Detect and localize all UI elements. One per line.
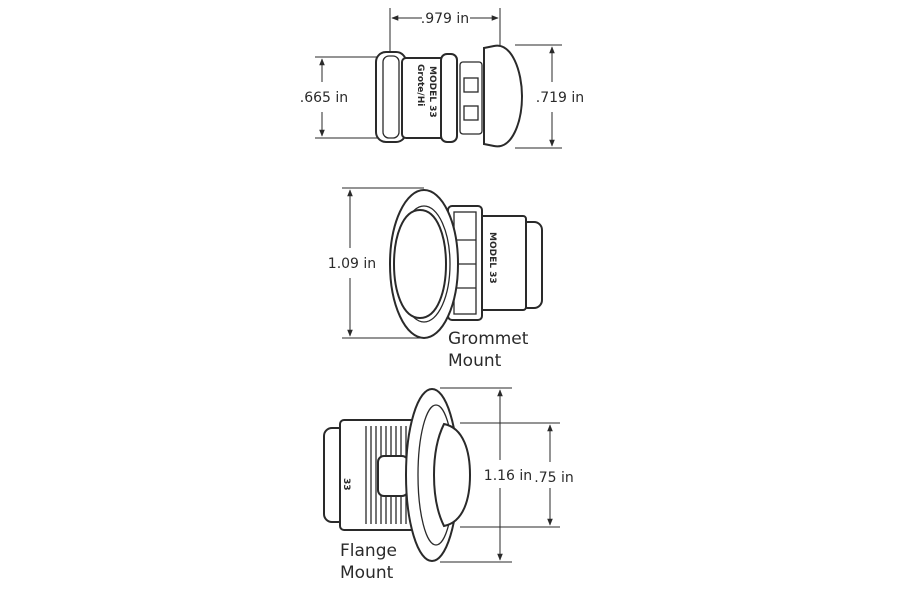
- grommet-caption-line2: Mount: [448, 351, 502, 371]
- lens-dimension-label: .75 in: [534, 470, 573, 486]
- lens-dimension: .75 in: [534, 424, 574, 526]
- grommet-mount-view: 1.09 in MODEL 33 Grommet Mount: [328, 187, 543, 371]
- grommet-lamp-drawing: MODEL 33: [389, 189, 543, 339]
- flange-caption-line1: Flange: [340, 541, 397, 561]
- top-side-view: .979 in .665 in .719 in Grote/Hi MODEL 3…: [300, 8, 584, 149]
- flange-caption-line2: Mount: [340, 563, 394, 583]
- flange-body-text: 33: [341, 478, 351, 491]
- flange-dimension-label: 1.16 in: [484, 468, 532, 484]
- grommet-body-text: MODEL 33: [487, 232, 497, 284]
- top-body-model-text: MODEL 33: [427, 66, 437, 118]
- width-dimension-label: .979 in: [421, 11, 469, 27]
- lamp-side-profile: Grote/Hi MODEL 33: [375, 44, 524, 148]
- grommet-height-dimension-label: 1.09 in: [328, 256, 376, 272]
- flange-lamp-drawing: 33: [323, 388, 472, 562]
- flange-dimension: 1.16 in: [484, 389, 532, 561]
- grommet-caption-line1: Grommet: [448, 329, 529, 349]
- cap-height-dimension-label: .719 in: [536, 90, 584, 106]
- cap-height-dimension: .719 in: [536, 46, 584, 147]
- body-height-dimension: .665 in: [300, 58, 348, 137]
- grommet-height-dimension: 1.09 in: [328, 189, 376, 337]
- body-height-dimension-label: .665 in: [300, 90, 348, 106]
- top-body-brand-text: Grote/Hi: [415, 64, 425, 106]
- flange-mount-view: 1.16 in .75 in: [323, 387, 574, 583]
- width-dimension: .979 in: [391, 11, 499, 27]
